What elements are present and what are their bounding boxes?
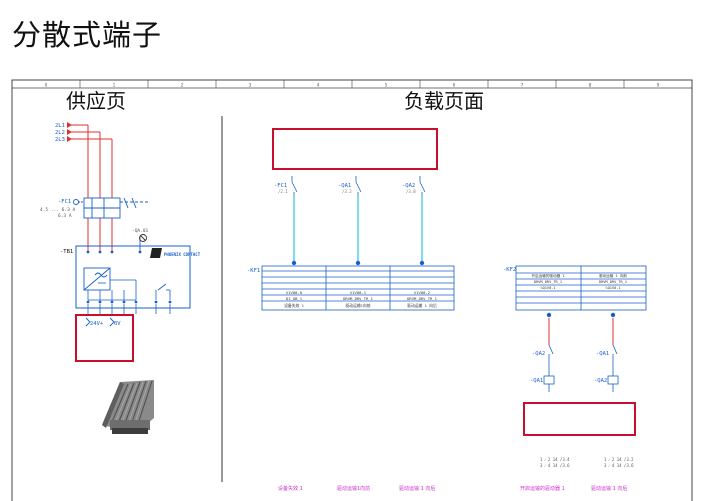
kf2-output-wires (548, 318, 614, 345)
breaker-label: -FC1 (58, 199, 71, 205)
kf1-cell: X1V08.1 (350, 290, 367, 295)
breaker-sub: 6.3 A (58, 213, 72, 219)
coil-label: -QA2 (594, 378, 607, 384)
kf1-cell: DRVM_DRV_TR_1 (343, 296, 373, 301)
kf2-table (515, 265, 647, 311)
breaker-fc1 (73, 197, 150, 219)
coil-tag: -QA2 (532, 351, 545, 357)
output-arrows (85, 317, 115, 327)
svg-text:3 ⁄ 4 14 /3.6: 3 ⁄ 4 14 /3.6 (540, 463, 570, 468)
load-coil-highlight (523, 402, 636, 436)
column-ruler: 0 1 2 3 4 5 6 7 8 9 (45, 80, 660, 88)
switch-num: /2.1 (278, 189, 288, 194)
column-number: 0 (45, 83, 48, 88)
footer-label: 开启运输的驱动器 1 (520, 485, 565, 492)
tap-label: -QA.01 (132, 228, 149, 234)
kf1-cell: DRVM_DRV_TR_1 (407, 296, 437, 301)
switch-num: /3.2 (342, 189, 352, 194)
kf2-table-text: 开启运输的驱动器 1 驱动运输 1 向前 DRVM_DRV_TR_1 DRVM_… (531, 273, 627, 290)
svg-text:3 ⁄ 4 14 /3.6: 3 ⁄ 4 14 /3.6 (604, 463, 634, 468)
coil-tag: -QA1 (596, 351, 609, 357)
bus-wires (67, 124, 113, 252)
load-heading: 负载页面 (404, 89, 484, 113)
kf1-table (261, 265, 455, 311)
kf1-cell: 驱动运输 1 向后 (407, 303, 437, 308)
column-number: 1 (113, 83, 116, 88)
switch-qa2: -QA2 /3.8 (402, 176, 426, 262)
kf1-cell: X1V08.2 (414, 290, 430, 295)
breaker-rating: 4.5 ... 6.3 A (40, 207, 76, 213)
svg-text:1 ⁄ 2 14 /3.2: 1 ⁄ 2 14 /3.2 (604, 457, 634, 462)
bus-label-l1: 2L1 (55, 123, 65, 129)
supply-heading: 供应页 (66, 89, 126, 113)
column-number: 9 (657, 83, 660, 88)
supply-section: 2L1 2L2 2L3 -FC1 4.5 ... 6.3 A 6.3 A (40, 122, 201, 434)
kf2-cell: DRVM_DRV_TR_1 (599, 280, 627, 284)
kf2-label: -KF2 (503, 267, 516, 273)
contact-crossref-left: 1 ⁄ 2 14 /3.4 3 ⁄ 4 14 /3.6 (540, 457, 570, 468)
kf2-cell: 开启运输的驱动器 1 (531, 273, 564, 278)
kf1-input-markers (291, 260, 425, 266)
column-number: 3 (249, 83, 252, 88)
column-number: 6 (453, 83, 456, 88)
bus-label-l3: 2L3 (55, 137, 65, 143)
footer-labels: 设备失效 1 驱动运输1向前 驱动运输 1 向后 开启运输的驱动器 1 驱动运输… (278, 485, 627, 492)
column-number: 4 (317, 83, 320, 88)
module-terminal-dots (86, 250, 172, 304)
coil-label: -QA1 (530, 378, 543, 384)
contact-crossref-right: 1 ⁄ 2 14 /3.2 3 ⁄ 4 14 /3.6 (604, 457, 634, 468)
module-label: -TB1 (60, 249, 73, 255)
kf2-cell: DRVM_DRV_TR_1 (534, 280, 562, 284)
tap-symbol (139, 234, 147, 252)
page-title: 分散式端子 (12, 18, 163, 52)
output-24v-label: 24V+ (90, 321, 104, 327)
column-number: 8 (589, 83, 592, 88)
kf2-cell: %Q1V0.1 (540, 286, 555, 290)
kf1-cell: 设备失效 1 (284, 303, 304, 308)
switch-fc1: -FC1 /2.1 (274, 176, 298, 262)
footer-label: 设备失效 1 (278, 485, 303, 492)
column-number: 2 (181, 83, 184, 88)
switch-tag: -FC1 (274, 183, 287, 189)
kf1-cell: X1V08.0 (286, 290, 303, 295)
kf1-cell: DI_UB_1 (286, 296, 303, 301)
kf2-output-markers (546, 312, 616, 318)
column-number: 7 (521, 83, 524, 88)
kf2-cell: 驱动运输 1 向前 (599, 273, 627, 278)
footer-label: 驱动运输 1 向后 (399, 485, 435, 492)
switch-qa1: -QA1 /3.2 (338, 176, 362, 262)
switch-tag: -QA2 (402, 183, 415, 189)
bus-arrows (67, 122, 72, 142)
kf1-cell: 驱动运输1向前 (345, 303, 370, 308)
svg-text:1 ⁄ 2 14 /3.4: 1 ⁄ 2 14 /3.4 (540, 457, 570, 462)
output-0v-label: 0V (114, 321, 121, 327)
coil-contacts (543, 344, 619, 392)
terminal-block-image (102, 380, 154, 434)
load-section: -FC1 /2.1 -QA1 /3.2 -QA2 /3.8 -KF1 (247, 128, 647, 492)
kf1-label: -KF1 (247, 268, 260, 274)
column-number: 5 (385, 83, 388, 88)
load-top-highlight (272, 128, 438, 170)
kf2-cell: %Q1V0.1 (605, 286, 620, 290)
bus-label-l2: 2L2 (55, 130, 65, 136)
power-supply-module (75, 245, 191, 314)
supply-output-highlight (75, 314, 134, 362)
module-brand: PHOENIX CONTACT (164, 252, 201, 257)
footer-label: 驱动运输1向前 (337, 485, 370, 492)
kf1-table-text: X1V08.0 X1V08.1 X1V08.2 DI_UB_1 DRVM_DRV… (284, 290, 437, 308)
switch-num: /3.8 (406, 189, 416, 194)
footer-label: 驱动运输 1 向后 (591, 485, 627, 492)
switch-tag: -QA1 (338, 183, 351, 189)
